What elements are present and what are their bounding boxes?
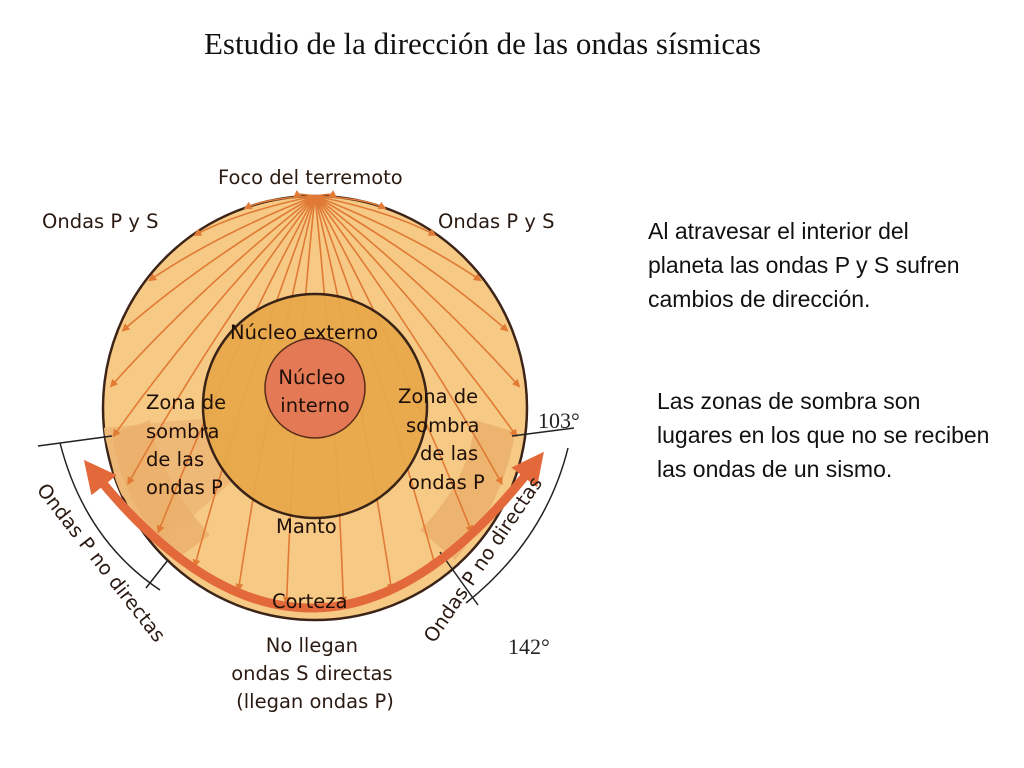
wave-ray [314,195,518,438]
wave-ray [314,195,521,388]
wave-ray [314,195,509,332]
label-shadow-left-line-3: de las [146,448,204,471]
arc-right-indirect [465,447,569,604]
label-shadow-right-line-4: ondas P [408,471,485,494]
boundary-line-right-103 [511,427,575,437]
label-outer-core: Núcleo externo [230,321,378,344]
label-shadow-left-line-1: Zona de [146,391,226,414]
wave-ray [314,195,503,486]
wave-ray [314,195,437,236]
wave-ray [193,195,316,236]
explanation-paragraph-1: Al atravesar el interior del planeta las… [648,218,960,312]
wave-ray [109,195,316,388]
label-shadow-left-line-2: sombra [146,420,219,443]
label-no-s-waves-line-2: ondas S directas [231,662,392,685]
label-mantle: Manto [276,515,337,538]
slide-title: Estudio de la dirección de las ondas sís… [203,26,761,61]
label-shadow-right-line-2: sombra [406,414,479,437]
wave-ray [314,190,337,198]
wave-ray [127,195,316,486]
wave-ray [121,195,316,332]
label-focus: Foco del terremoto [218,166,403,189]
label-waves-right: Ondas P y S [438,210,554,233]
boundary-line-left-103 [37,435,113,447]
label-angle-142: 142° [508,634,550,659]
boundary-line-left-142 [145,559,169,589]
label-angle-103: 103° [538,408,580,433]
label-inner-core-line-2: interno [280,394,349,417]
label-shadow-right-line-3: de las [420,442,478,465]
indirect-p-arrow [83,451,544,613]
label-waves-left: Ondas P y S [42,210,158,233]
wave-ray [314,195,482,282]
label-shadow-left: Zona de sombra de las ondas P [146,391,232,499]
wave-ray [148,195,316,282]
wave-ray [112,195,316,438]
label-crust: Corteza [272,590,347,613]
explanation-paragraph-2: Las zonas de sombra son lugares en los q… [657,388,990,482]
wave-ray [314,195,387,210]
label-no-s-waves-line-1: No llegan [266,634,358,657]
wave-ray [243,195,316,210]
label-shadow-left-line-4: ondas P [146,476,223,499]
label-inner-core-line-1: Núcleo [278,366,345,389]
arc-left-indirect [59,442,161,591]
label-shadow-right-line-1: Zona de [398,385,478,408]
inner-core [264,337,366,439]
label-shadow-right: Zona de sombra de las ondas P [398,385,486,494]
label-no-s-waves: No llegan ondas S directas (llegan ondas… [231,634,399,713]
label-no-s-waves-line-3: (llegan ondas P) [236,690,394,713]
label-inner-core: Núcleo interno [278,366,351,417]
